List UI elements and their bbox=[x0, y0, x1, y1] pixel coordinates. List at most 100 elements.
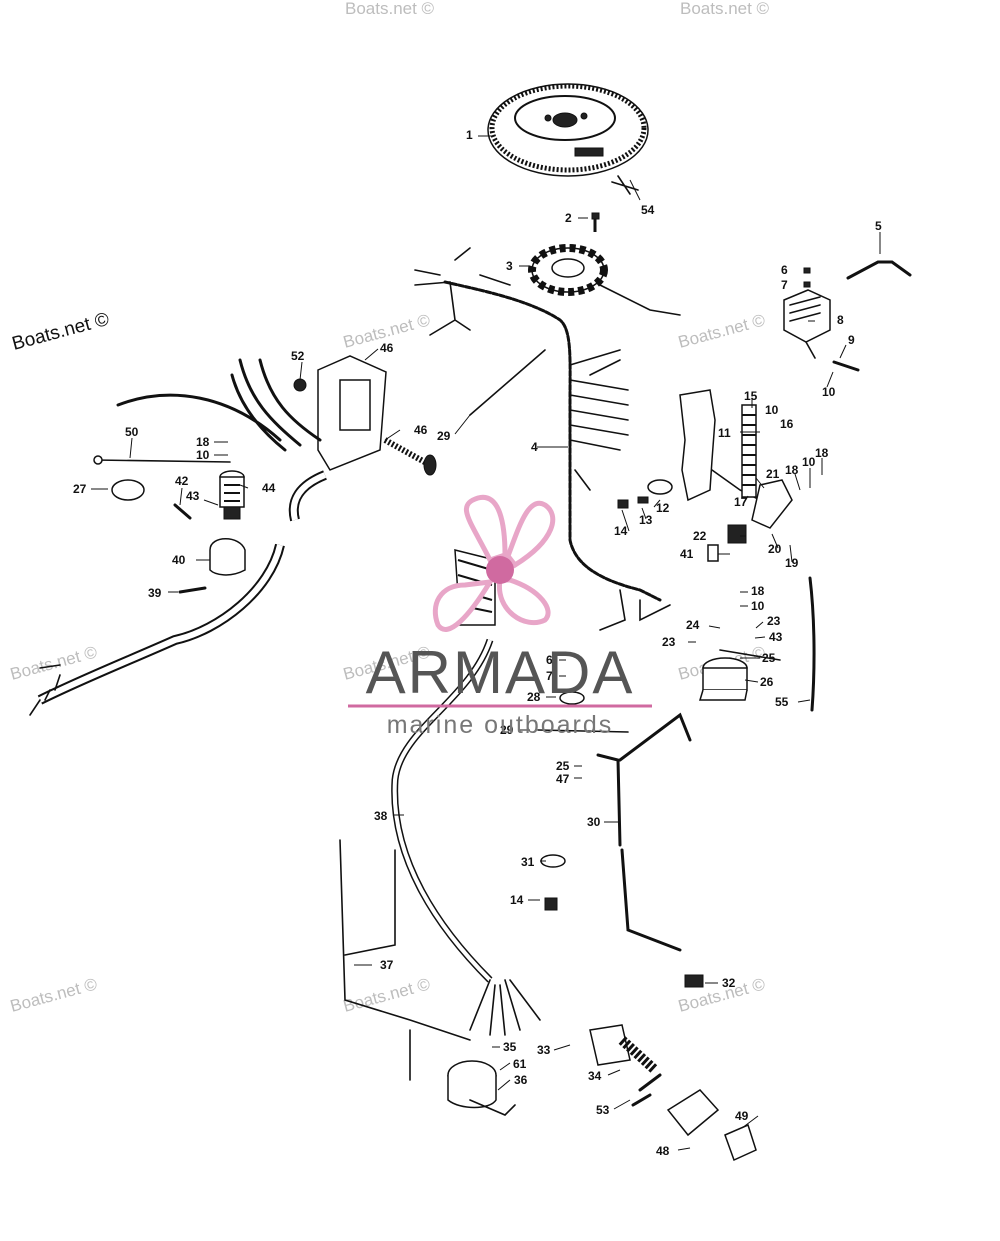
screw-part bbox=[832, 360, 860, 372]
battery-cable-part bbox=[808, 576, 816, 712]
cable-part bbox=[339, 839, 471, 1081]
part-number-label: 23 bbox=[662, 635, 676, 649]
part-number-label: 46 bbox=[380, 341, 394, 355]
part-number-label: 52 bbox=[291, 349, 305, 363]
washer-part bbox=[637, 496, 649, 504]
clamp-part bbox=[647, 479, 673, 495]
rod-part bbox=[537, 729, 629, 733]
part-number-label: 16 bbox=[780, 417, 794, 431]
part-number-label: 6 bbox=[546, 653, 553, 667]
part-number-label: 36 bbox=[514, 1073, 528, 1087]
part-number-label: 30 bbox=[587, 815, 601, 829]
part-number-label: 44 bbox=[262, 481, 276, 495]
part-number-label: 18 bbox=[751, 584, 765, 598]
part-number-label: 37 bbox=[380, 958, 394, 972]
part-number-label: 29 bbox=[437, 429, 451, 443]
ignition-switch-part bbox=[589, 1024, 662, 1107]
part-number-label: 10 bbox=[765, 403, 779, 417]
part-number-label: 40 bbox=[172, 553, 186, 567]
flywheel-part bbox=[487, 83, 649, 177]
watermark-text: Boats.net © bbox=[676, 310, 767, 352]
plate-part bbox=[751, 479, 793, 529]
part-number-label: 49 bbox=[735, 1109, 749, 1123]
part-number-label: 13 bbox=[639, 513, 653, 527]
nut-part bbox=[293, 378, 307, 392]
part-number-label: 32 bbox=[722, 976, 736, 990]
clip-part bbox=[684, 974, 704, 988]
screw-part bbox=[591, 212, 600, 232]
rectifier-part bbox=[783, 289, 831, 359]
rod-part bbox=[469, 349, 546, 416]
screw-part bbox=[173, 503, 192, 520]
wiring-harness-part bbox=[414, 247, 671, 631]
lead-wire-part bbox=[846, 260, 912, 280]
part-number-label: 14 bbox=[510, 893, 524, 907]
part-number-label: 20 bbox=[768, 542, 782, 556]
watermark-text: Boats.net © bbox=[8, 974, 99, 1016]
mounting-plate-part bbox=[724, 1123, 757, 1162]
part-number-label: 10 bbox=[822, 385, 836, 399]
part-number-label: 47 bbox=[556, 772, 570, 786]
grommet-part bbox=[559, 691, 585, 705]
starter-solenoid-part bbox=[447, 1060, 516, 1116]
watermark-text-main: Boats.net © bbox=[10, 309, 112, 355]
armada-logo: ARMADA marine outboards bbox=[348, 494, 652, 739]
part-number-label: 1 bbox=[466, 128, 473, 142]
ground-wire-part bbox=[94, 459, 231, 463]
part-number-label: 6 bbox=[781, 263, 788, 277]
ring-part bbox=[111, 479, 145, 501]
part-number-label: 22 bbox=[693, 529, 707, 543]
bracket-part bbox=[679, 389, 716, 502]
part-number-label: 23 bbox=[767, 614, 781, 628]
part-number-label: 28 bbox=[527, 690, 541, 704]
part-number-label: 14 bbox=[614, 524, 628, 538]
part-number-label: 46 bbox=[414, 423, 428, 437]
part-number-label: 39 bbox=[148, 586, 162, 600]
part-number-label: 17 bbox=[734, 495, 748, 509]
brand-tagline: marine outboards bbox=[387, 711, 614, 739]
part-number-label: 4 bbox=[531, 440, 538, 454]
part-number-label: 33 bbox=[537, 1043, 551, 1057]
part-number-label: 19 bbox=[785, 556, 799, 570]
part-number-label: 53 bbox=[596, 1103, 610, 1117]
part-number-label: 7 bbox=[546, 669, 553, 683]
screw-part bbox=[617, 499, 629, 509]
part-number-label: 35 bbox=[503, 1040, 517, 1054]
engine-harness-part bbox=[391, 549, 541, 1036]
washer-part bbox=[803, 281, 811, 288]
part-number-label: 50 bbox=[125, 425, 139, 439]
cable-part bbox=[596, 712, 692, 952]
part-number-label: 34 bbox=[588, 1069, 602, 1083]
lead-wire-part bbox=[116, 358, 322, 452]
part-number-label: 27 bbox=[73, 482, 87, 496]
power-pack-part bbox=[317, 355, 437, 476]
part-number-label: 10 bbox=[751, 599, 765, 613]
part-number-label: 41 bbox=[680, 547, 694, 561]
part-number-label: 11 bbox=[718, 426, 731, 440]
part-number-label: 12 bbox=[656, 501, 670, 515]
mounting-plate-part bbox=[666, 1089, 720, 1137]
part-number-label: 29 bbox=[500, 723, 514, 737]
part-number-label: 26 bbox=[760, 675, 774, 689]
part-number-label: 43 bbox=[769, 630, 783, 644]
part-number-label: 5 bbox=[875, 219, 882, 233]
watermark-text: Boats.net © bbox=[345, 0, 435, 18]
part-number-label: 38 bbox=[374, 809, 388, 823]
part-number-label: 61 bbox=[513, 1057, 527, 1071]
part-number-label: 10 bbox=[802, 455, 816, 469]
part-number-label: 2 bbox=[565, 211, 572, 225]
part-number-label: 18 bbox=[785, 463, 799, 477]
part-number-label: 55 bbox=[775, 695, 789, 709]
ignition-coil-part bbox=[219, 470, 245, 520]
screw-part bbox=[544, 897, 558, 911]
propeller-icon bbox=[432, 494, 556, 632]
label-part bbox=[707, 544, 719, 562]
part-number-label: 9 bbox=[848, 333, 855, 347]
part-number-label: 31 bbox=[521, 855, 535, 869]
cable-clamp-part bbox=[209, 538, 246, 576]
part-number-label: 21 bbox=[766, 467, 780, 481]
part-number-label: 43 bbox=[186, 489, 200, 503]
